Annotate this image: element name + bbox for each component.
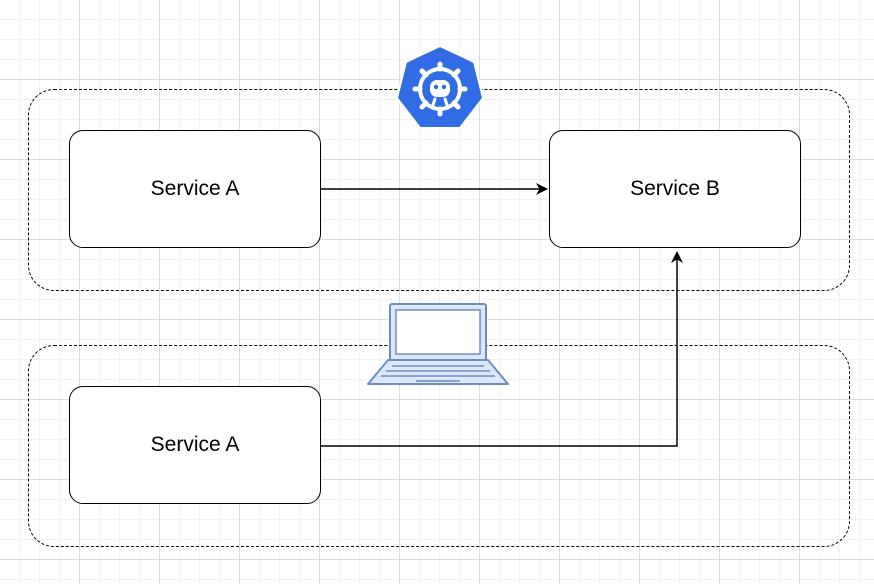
cluster-service-b-label: Service B bbox=[630, 177, 720, 200]
local-service-a-label: Service A bbox=[150, 433, 240, 456]
local-service-a-box[interactable]: Service A bbox=[69, 386, 321, 504]
kubernetes-icon bbox=[390, 42, 490, 132]
laptop-icon bbox=[364, 302, 510, 390]
cluster-service-b-box[interactable]: Service B bbox=[549, 130, 801, 248]
cluster-service-a-label: Service A bbox=[150, 177, 240, 200]
cluster-service-a-box[interactable]: Service A bbox=[69, 130, 321, 248]
